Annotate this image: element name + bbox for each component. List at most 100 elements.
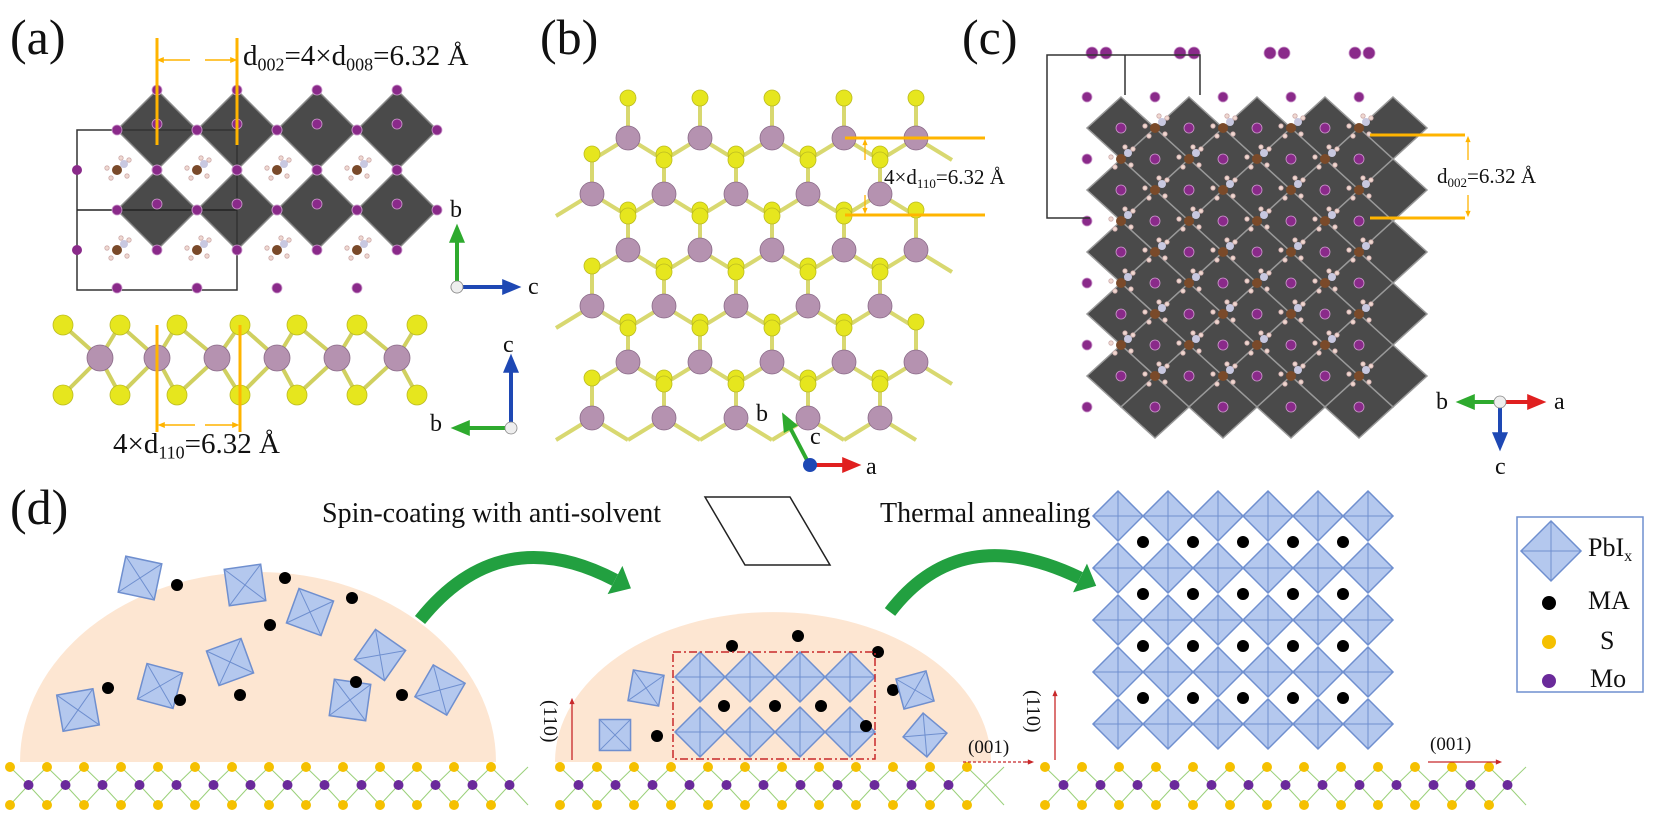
substrate-sulfur — [1373, 762, 1383, 772]
ma-carbon — [1252, 216, 1262, 226]
substrate-molybdenum — [1391, 780, 1402, 790]
ma-nitrogen — [1158, 180, 1166, 188]
ma-cation — [279, 572, 291, 584]
ma-nitrogen — [1226, 180, 1234, 188]
substrate-molybdenum — [134, 780, 145, 790]
ma-nitrogen — [360, 160, 368, 168]
text: PbI — [1588, 533, 1625, 562]
substrate-sulfur — [412, 800, 422, 810]
substrate-sulfur — [1484, 762, 1494, 772]
text: 4×d — [884, 165, 917, 189]
octahedron-edge — [1343, 491, 1393, 541]
iodine-atom — [1353, 401, 1365, 413]
iodine-atom — [1115, 370, 1127, 382]
ma-hydrogen — [1282, 195, 1288, 201]
octahedron-edge — [354, 629, 406, 681]
octahedron-edge — [1093, 491, 1143, 541]
ma-hydrogen — [1266, 208, 1272, 214]
axis-b-arrow-head — [449, 223, 465, 243]
substrate-sulfur — [703, 762, 713, 772]
ma-hydrogen — [1312, 278, 1318, 284]
ma-cation — [396, 689, 408, 701]
substrate-sulfur — [1114, 800, 1124, 810]
ma-cation — [1237, 640, 1249, 652]
iodine-atom — [1217, 91, 1229, 103]
substrate-molybdenum — [97, 780, 108, 790]
sulfur-atom — [619, 89, 637, 107]
ma-nitrogen — [1294, 118, 1302, 126]
molybdenum-atom — [867, 405, 893, 431]
ma-hydrogen — [1368, 301, 1374, 307]
ma-hydrogen — [1164, 239, 1170, 245]
ma-hydrogen — [1142, 309, 1148, 315]
octahedron-edge — [1343, 699, 1393, 749]
axis-origin — [504, 421, 518, 435]
ma-hydrogen — [188, 255, 194, 261]
octahedron-edge — [1343, 543, 1393, 593]
ma-cation — [174, 694, 186, 706]
ma-hydrogen — [284, 253, 290, 259]
ma-hydrogen — [1232, 363, 1238, 369]
substrate-bond — [985, 784, 1005, 806]
ma-carbon — [1252, 154, 1262, 164]
ma-hydrogen — [268, 255, 274, 261]
ma-hydrogen — [1130, 208, 1136, 214]
ma-hydrogen — [1230, 317, 1236, 323]
octahedron-edge — [1293, 491, 1343, 541]
octahedron-edge — [1193, 647, 1243, 697]
iodine-atom — [1353, 277, 1365, 289]
ma-hydrogen — [1180, 350, 1186, 356]
substrate-sulfur — [116, 762, 126, 772]
ma-hydrogen — [1164, 301, 1170, 307]
iodine-atom — [1183, 184, 1195, 196]
substrate-sulfur — [1225, 762, 1235, 772]
sulfur-atom — [166, 384, 188, 406]
substrate-sulfur — [888, 800, 898, 810]
ma-hydrogen — [204, 173, 210, 179]
substrate-molybdenum — [906, 780, 917, 790]
ma-hydrogen — [1146, 195, 1152, 201]
ma-hydrogen — [1224, 175, 1230, 181]
ma-hydrogen — [1278, 185, 1284, 191]
ma-hydrogen — [1128, 348, 1134, 354]
ma-hydrogen — [1196, 162, 1202, 168]
molybdenum-atom — [795, 405, 821, 431]
octahedron-edge — [206, 638, 254, 686]
ma-hydrogen — [364, 253, 370, 259]
ma-hydrogen — [1366, 379, 1372, 385]
iodine-atom — [391, 84, 403, 96]
ma-cation — [1337, 640, 1349, 652]
iodine-atom — [1277, 46, 1291, 60]
molybdenum-atom — [795, 181, 821, 207]
ma-hydrogen — [1282, 257, 1288, 263]
iodine-atom — [1353, 215, 1365, 227]
ma-cation — [1287, 692, 1299, 704]
substrate-sulfur — [116, 800, 126, 810]
octahedron-edge — [895, 670, 935, 710]
ma-carbon — [1116, 154, 1126, 164]
ma-hydrogen — [1210, 247, 1216, 253]
substrate-molybdenum — [1317, 780, 1328, 790]
iodine-atom — [1173, 46, 1187, 60]
ma-hydrogen — [1232, 177, 1238, 183]
ma-hydrogen — [1248, 226, 1254, 232]
ma-hydrogen — [1122, 144, 1128, 150]
sulfur-atom — [655, 263, 673, 281]
spacing-label-d110-a: 4×d110=6.32 Å — [113, 430, 280, 462]
iodine-atom — [1319, 370, 1331, 382]
octahedron-edge — [56, 688, 100, 732]
process-arrow-spin-coating — [414, 551, 619, 625]
ma-hydrogen — [124, 173, 130, 179]
ma-hydrogen — [1244, 278, 1250, 284]
substrate-molybdenum — [356, 780, 367, 790]
ma-hydrogen — [1334, 208, 1340, 214]
ma-hydrogen — [188, 175, 194, 181]
ma-carbon — [1354, 123, 1364, 133]
ma-cation — [1137, 536, 1149, 548]
ma-hydrogen — [1366, 193, 1372, 199]
direction-label-001: (001) — [1430, 734, 1472, 755]
legend-mo-dot — [1542, 674, 1556, 688]
substrate-sulfur — [375, 762, 385, 772]
ma-hydrogen — [1300, 301, 1306, 307]
